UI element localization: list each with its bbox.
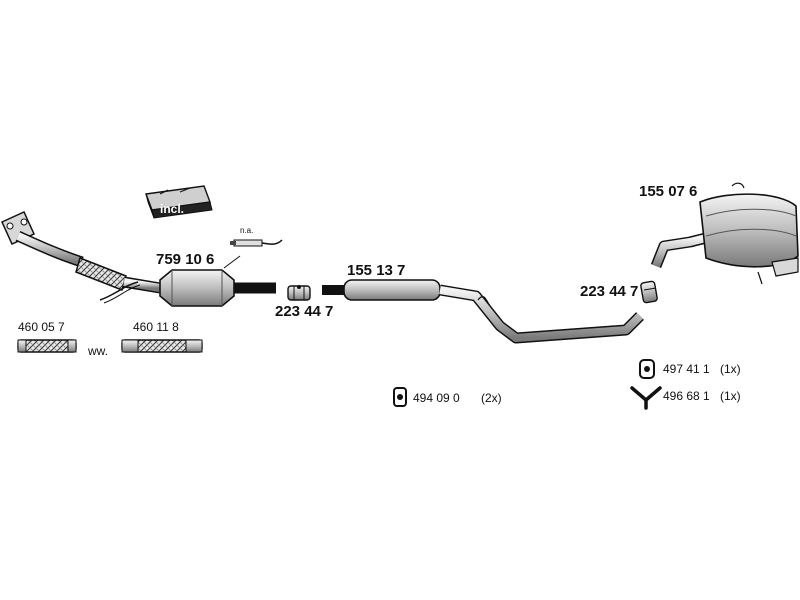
catalytic-converter <box>159 255 276 307</box>
catalytic-converter-part-number: 759 10 6 <box>156 251 215 268</box>
flex-pipe-a <box>17 339 77 353</box>
included-box-label: incl. <box>160 202 185 216</box>
accessory-part-number: 494 09 0 <box>413 391 460 405</box>
flex-pipe-b-part-number: 460 11 8 <box>133 320 179 334</box>
flex-pipe-a-part-number: 460 05 7 <box>18 320 65 334</box>
lambda-sensor-note: n.a. <box>240 226 254 235</box>
rubber-mount-icon <box>639 359 655 379</box>
accessory-quantity: (2x) <box>481 391 502 405</box>
accessory-part-number: 496 68 1 <box>663 389 710 403</box>
rear-silencer-part-number: 155 07 6 <box>639 183 698 200</box>
lambda-sensor <box>230 239 283 247</box>
rear-clamp <box>640 280 658 304</box>
accessory-quantity: (1x) <box>720 362 741 376</box>
alternative-note: ww. <box>88 344 109 358</box>
rubber-mount-icon <box>393 387 407 407</box>
accessory-part-number: 497 41 1 <box>663 362 710 376</box>
rear-silencer <box>650 182 799 285</box>
included-parts-box <box>145 185 213 219</box>
front-clamp <box>287 285 311 301</box>
center-silencer-part-number: 155 13 7 <box>347 262 406 279</box>
front-clamp-part-number: 223 44 7 <box>275 303 334 320</box>
accessory-quantity: (1x) <box>720 389 741 403</box>
exhaust-manifold <box>1 211 84 268</box>
hanger-bracket-icon <box>630 386 662 410</box>
front-flex-section <box>75 257 161 304</box>
rear-clamp-part-number: 223 44 7 <box>580 283 639 300</box>
center-silencer <box>322 279 644 344</box>
flex-pipe-b <box>121 339 203 353</box>
